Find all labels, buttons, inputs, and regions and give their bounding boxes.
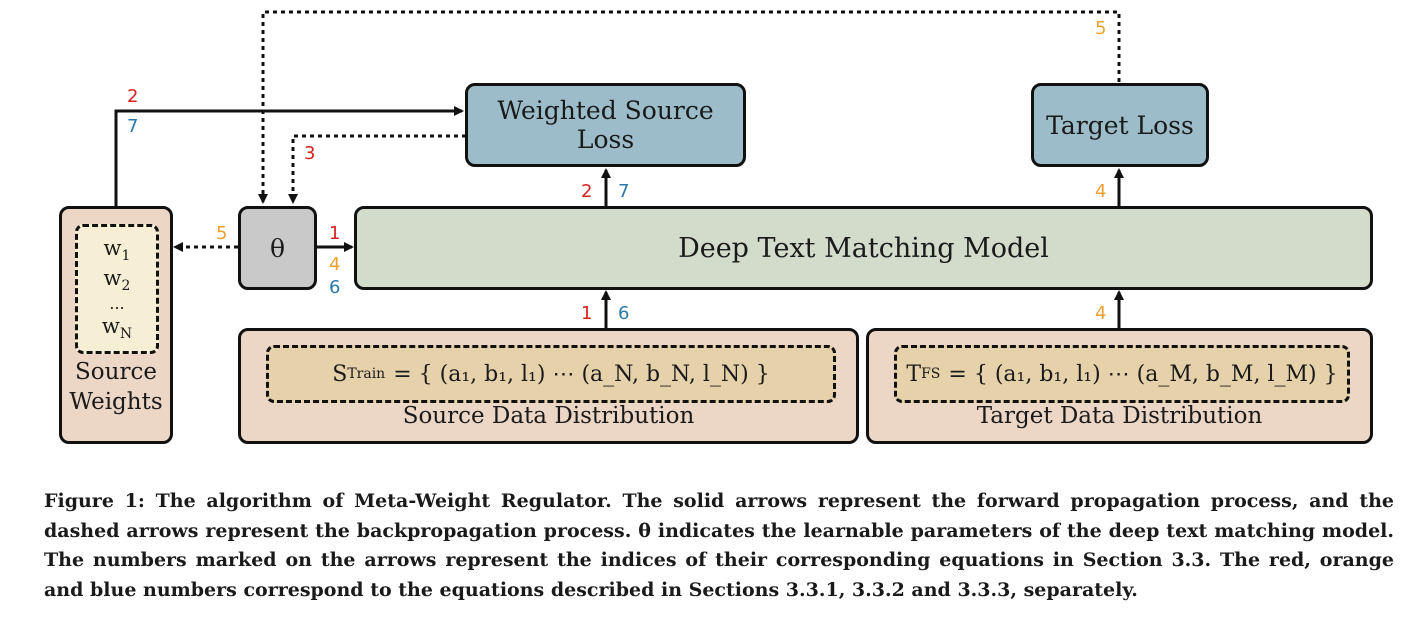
- num-sw-dashed-5: 5: [216, 223, 228, 244]
- num-tgt-orange-4: 4: [1095, 303, 1107, 324]
- num-theta-red-1: 1: [329, 223, 341, 244]
- num-theta-blue-6: 6: [329, 277, 341, 298]
- source-weights-box: w1 w2 ... wN Source Weights: [59, 206, 173, 444]
- weighted-source-loss-box: Weighted Source Loss: [465, 83, 746, 167]
- arrow-wsl-to-theta: [288, 134, 466, 204]
- num-sw-top-red: 2: [127, 86, 139, 107]
- weights-list: w1 w2 ... wN: [75, 224, 159, 354]
- num-src-blue-6: 6: [618, 303, 630, 324]
- weight-w2: w2: [103, 265, 131, 295]
- num-wsl-red-2: 2: [581, 181, 593, 202]
- weight-ellipsis: ...: [109, 294, 125, 314]
- weight-w1: w1: [103, 235, 131, 264]
- theta-box: θ: [238, 206, 317, 290]
- caption-label: Figure 1:: [44, 490, 145, 512]
- num-sw-top-blue: 7: [127, 116, 139, 137]
- caption-text: The algorithm of Meta-Weight Regulator. …: [44, 490, 1394, 601]
- arrow-targetloss-to-theta: [258, 10, 1121, 204]
- target-data-label: Target Data Distribution: [976, 403, 1263, 429]
- model-label: Deep Text Matching Model: [678, 232, 1049, 264]
- weighted-source-loss-label: Weighted Source Loss: [497, 96, 714, 154]
- theta-label: θ: [269, 233, 286, 263]
- source-weights-title: Source Weights: [69, 359, 163, 415]
- target-loss-label: Target Loss: [1046, 110, 1194, 140]
- figure-caption: Figure 1: The algorithm of Meta-Weight R…: [44, 487, 1394, 605]
- target-loss-box: Target Loss: [1031, 83, 1209, 167]
- deep-text-matching-model-box: Deep Text Matching Model: [354, 206, 1373, 290]
- num-tl-orange-4: 4: [1095, 181, 1107, 202]
- source-data-label: Source Data Distribution: [402, 403, 695, 429]
- diagram-connectors: [114, 10, 1124, 328]
- num-src-red-1: 1: [581, 303, 593, 324]
- weight-wn: wN: [101, 314, 133, 343]
- num-top-dashed-5: 5: [1095, 18, 1107, 39]
- num-theta-orange-4: 4: [329, 254, 341, 275]
- num-dashed-3: 3: [304, 143, 316, 164]
- arrow-weights-to-wsl: [114, 106, 464, 206]
- num-wsl-blue-7: 7: [618, 181, 630, 202]
